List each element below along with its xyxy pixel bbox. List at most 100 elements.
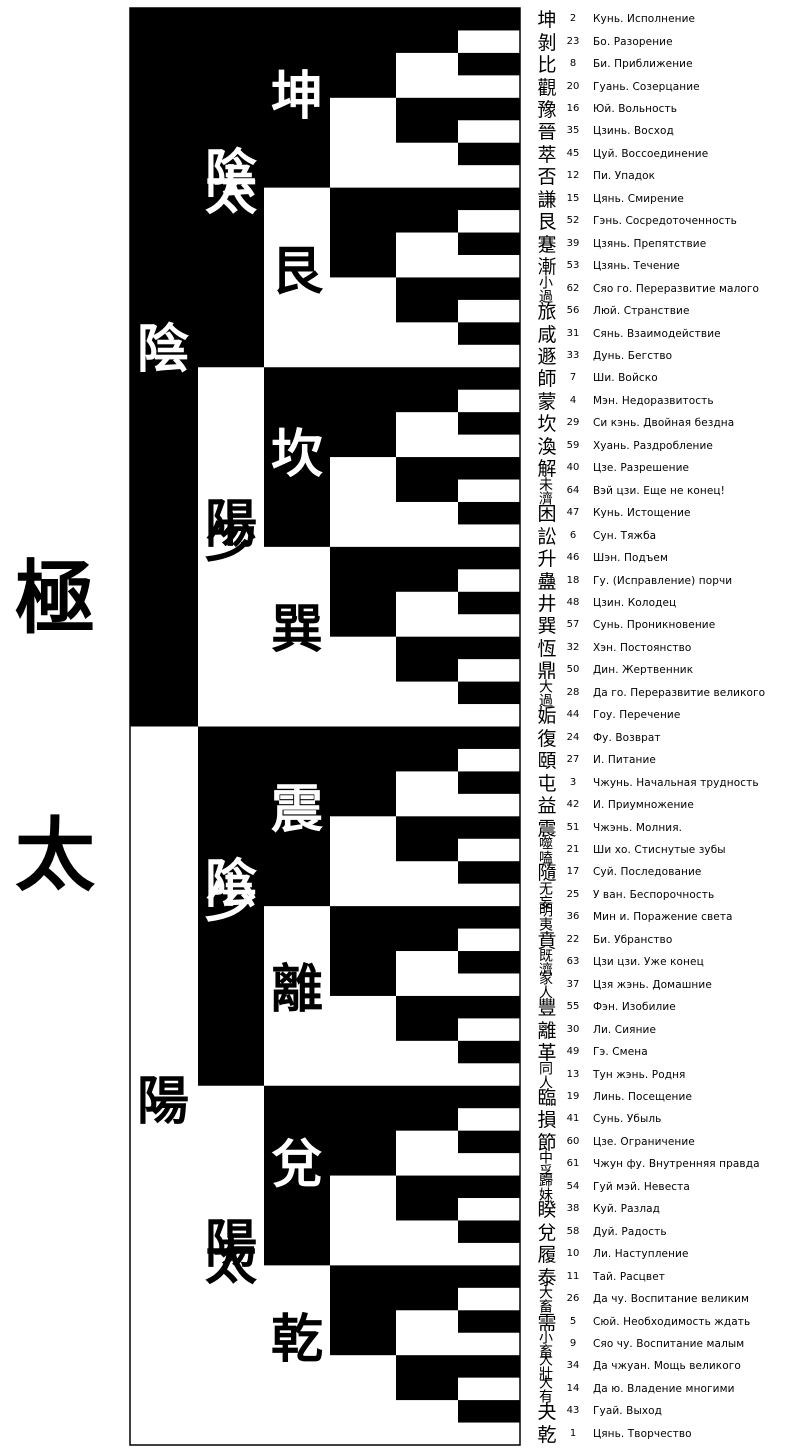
hexagram-glyph: 巽 (534, 615, 557, 635)
yin-bar-level-5 (396, 1355, 458, 1401)
hexagram-label: Сяо чу. Воспитание малым (593, 1337, 745, 1350)
yin-bar-level-5 (396, 636, 458, 682)
hexagram-glyph: 剝 (534, 32, 557, 52)
yin-bar-level-5 (396, 546, 458, 592)
yin-bar-level-3 (264, 726, 330, 907)
hexagram-number: 22 (566, 933, 580, 945)
hexagram-label: Хэн. Постоянство (593, 641, 692, 654)
hexagram-label: Цянь. Смирение (593, 192, 684, 205)
hexagram-glyph: 坤 (534, 9, 557, 29)
hexagram-number: 61 (566, 1158, 580, 1170)
hexagram-glyph: 需 (534, 1312, 557, 1331)
hexagram-glyph: 大畜 (537, 1285, 553, 1314)
hexagram-glyph: 隨 (534, 862, 557, 882)
hexagram-number: 51 (566, 821, 580, 833)
hexagram-number: 18 (566, 574, 580, 586)
hexagram-label: Гуй мэй. Невеста (593, 1180, 690, 1193)
yin-bar-level-6 (458, 277, 520, 300)
yin-bar-level-6 (458, 501, 520, 525)
hexagram-label: Чжэнь. Молния. (593, 821, 683, 834)
hexagram-number: 58 (566, 1225, 580, 1237)
hexagram-glyph: 履 (534, 1244, 557, 1264)
yin-polarity-char: 陰 (136, 319, 190, 380)
hexagram-label: Вэй цзи. Еще не конец! (593, 484, 725, 497)
hexagram-label: Цзянь. Течение (593, 259, 680, 272)
hexagram-label: Шэн. Подъем (593, 551, 669, 564)
hexagram-number: 57 (566, 619, 580, 631)
hexagram-number: 32 (566, 641, 580, 653)
hexagram-number: 31 (566, 327, 580, 339)
hexagram-glyph: 比 (534, 54, 557, 74)
yin-bar-level-5 (396, 187, 458, 233)
hexagram-glyph: 明夷 (537, 903, 553, 932)
hexagram-number: 27 (566, 754, 580, 766)
taiji-title-char-1: 極 (15, 551, 95, 645)
hexagram-number: 54 (566, 1180, 580, 1192)
hexagram-glyph: 井 (534, 593, 557, 613)
hexagram-label: Цзин. Колодец (593, 596, 677, 609)
hexagram-number: 48 (566, 597, 580, 608)
hexagram-glyph: 師 (534, 368, 557, 388)
hexagram-label: Цзинь. Восход (593, 125, 674, 138)
hexagram-glyph: 小畜 (537, 1329, 553, 1358)
hexagram-glyph: 兌 (534, 1222, 557, 1242)
hexagram-number: 47 (566, 507, 580, 519)
hexagram-label: Бо. Разорение (593, 35, 673, 48)
hexagram-label: Сянь. Взаимодействие (593, 327, 721, 340)
yin-bar-level-4 (330, 726, 396, 817)
hexagram-label: И. Приумножение (593, 798, 694, 811)
hexagram-label: Ли. Сияние (593, 1023, 657, 1036)
yin-bar-level-6 (458, 8, 520, 31)
yin-bar-level-6 (458, 1175, 520, 1199)
hexagram-label: И. Питание (593, 753, 656, 766)
upper-bigram-char-2: 陰 (204, 144, 258, 205)
upper-lesser-char-1: 少 (204, 509, 258, 570)
hexagram-glyph: 既濟 (537, 948, 553, 977)
hexagram-glyph: 損 (534, 1109, 557, 1129)
yin-bar-level-6 (458, 726, 520, 749)
hexagram-label: Фэн. Изобилие (593, 1000, 676, 1013)
yin-bar-level-5 (396, 8, 458, 53)
yin-bar-level-6 (458, 546, 520, 570)
hexagram-number: 52 (566, 215, 580, 227)
hexagram-label: Дунь. Бегство (593, 349, 673, 362)
yin-bar-level-5 (396, 1085, 458, 1131)
hexagram-number: 35 (566, 125, 580, 137)
hexagram-glyph: 豐 (534, 997, 557, 1017)
hexagram-number: 60 (566, 1135, 580, 1147)
yin-bar-level-6 (458, 1130, 520, 1154)
hexagram-glyph: 艮 (534, 211, 557, 231)
hexagram-number: 5 (569, 1315, 577, 1327)
hexagram-label: Ли. Наступление (593, 1247, 689, 1260)
hexagram-number: 40 (566, 462, 580, 474)
hexagram-glyph: 同人 (537, 1060, 553, 1089)
hexagram-glyph: 乾 (534, 1424, 557, 1444)
hexagram-glyph: 大過 (537, 678, 553, 707)
hexagram-label: Мин и. Поражение света (593, 911, 733, 924)
hexagram-number: 6 (569, 529, 577, 541)
yin-bar-level-6 (458, 187, 520, 211)
hexagram-number: 16 (566, 103, 580, 115)
yin-bar-level-6 (458, 681, 520, 705)
hexagram-number: 28 (566, 686, 580, 698)
hexagram-glyph: 旅 (534, 301, 557, 321)
yin-bar-level-4 (330, 8, 396, 98)
hexagram-number: 21 (566, 843, 580, 855)
hexagram-label: Тай. Расцвет (593, 1270, 665, 1283)
yin-bar-level-5 (396, 1175, 458, 1221)
hexagram-number: 42 (566, 799, 580, 811)
hexagram-label: Гу. (Исправление) порчи (593, 574, 733, 587)
yin-bar-level-6 (458, 995, 520, 1019)
lower-lesser-char-1: 少 (204, 869, 258, 930)
hexagram-glyph: 大壯 (537, 1352, 553, 1381)
yin-bar-level-6 (458, 1085, 520, 1109)
hexagram-number: 30 (566, 1023, 580, 1035)
hexagram-label: Си кэнь. Двойная бездна (593, 417, 735, 430)
hexagram-glyph: 節 (534, 1132, 557, 1152)
hexagram-label: Да го. Переразвитие великого (593, 686, 766, 699)
hexagram-label: Цзи цзи. Уже конец (593, 956, 704, 968)
hexagram-label: Дин. Жертвенник (593, 664, 694, 677)
hexagram-label: Би. Убранство (593, 933, 673, 946)
yang-polarity-char: 陽 (136, 1071, 190, 1132)
